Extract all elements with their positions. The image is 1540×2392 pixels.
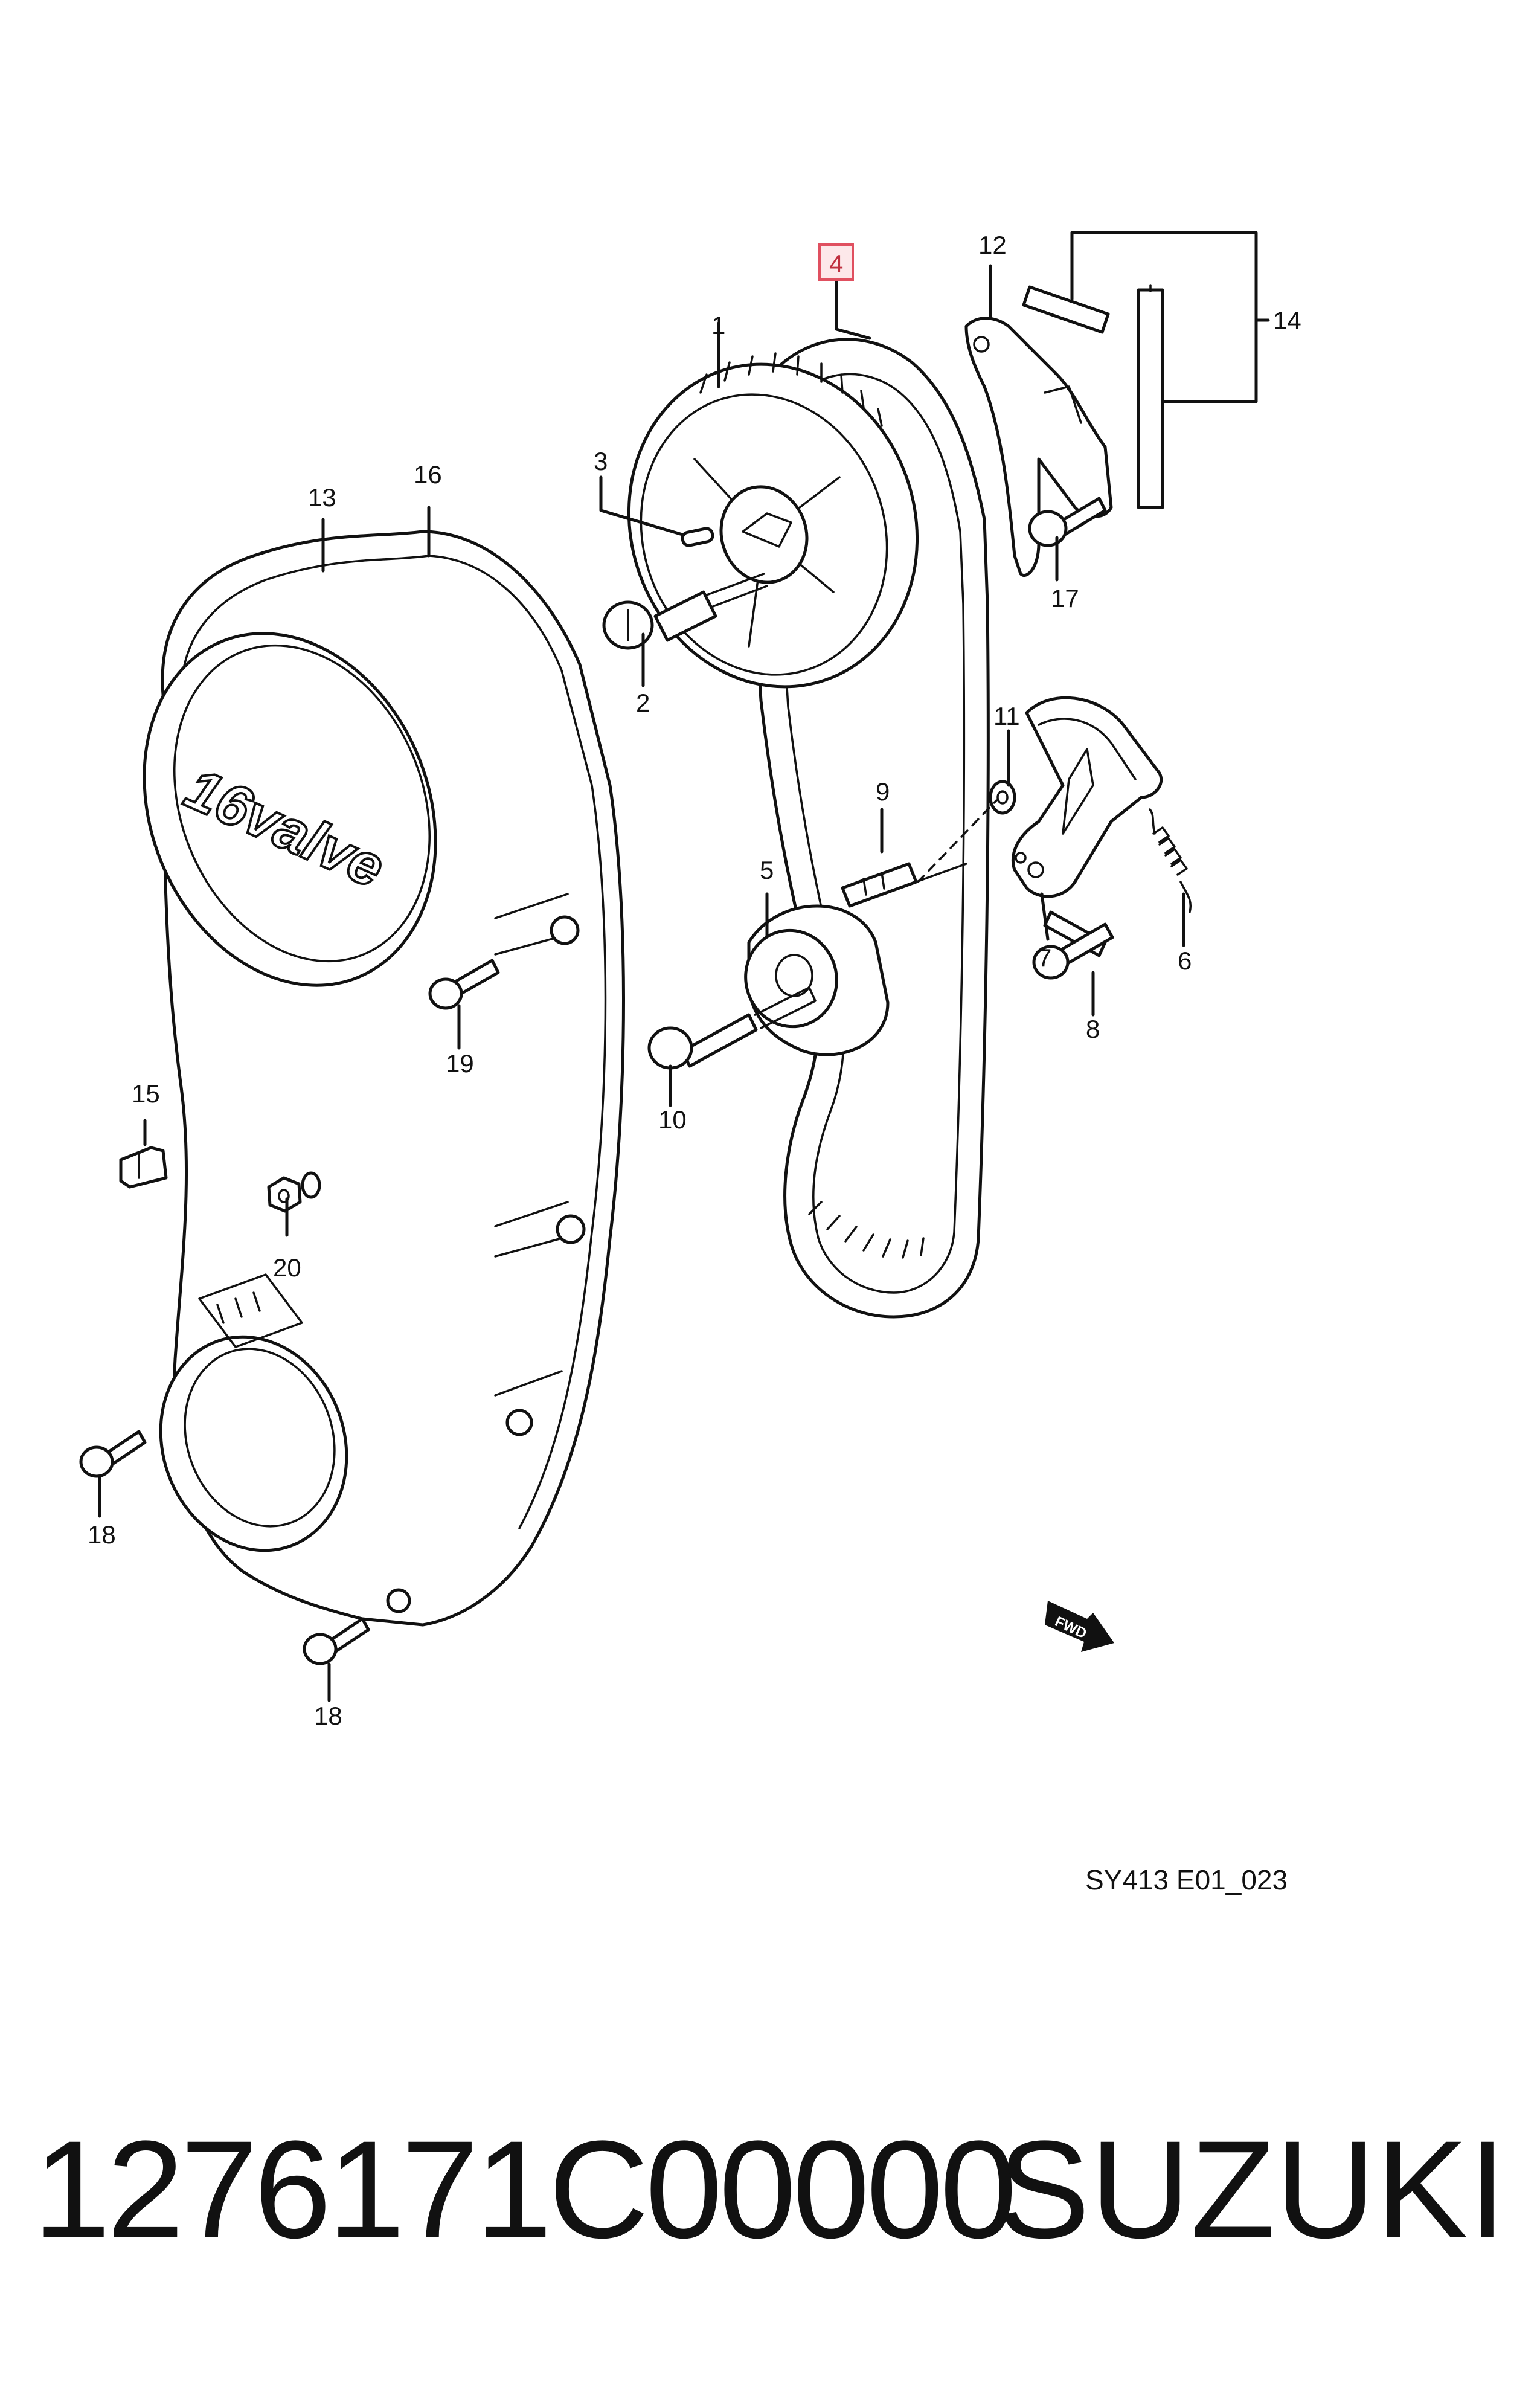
callout-14: 14 — [1273, 306, 1301, 335]
grommet-nut — [267, 1171, 321, 1213]
bracket-bolt — [1028, 497, 1107, 547]
washer — [989, 780, 1016, 815]
cover-bracket — [964, 317, 1113, 577]
callout-20: 20 — [273, 1253, 301, 1282]
cover-bolt-19 — [428, 959, 500, 1010]
tensioner-stud — [841, 862, 967, 908]
callout-2: 2 — [636, 689, 650, 717]
callout-15: 15 — [132, 1079, 160, 1108]
callout-10: 10 — [658, 1105, 687, 1134]
callout-11: 11 — [993, 702, 1020, 730]
diagram-drawing: 16valve — [79, 231, 1301, 1895]
callout-18-lower: 18 — [314, 1702, 342, 1730]
callout-6: 6 — [1178, 947, 1192, 975]
cover-clip — [119, 1146, 168, 1189]
tensioner-plate — [1011, 696, 1163, 898]
callout-3: 3 — [594, 447, 608, 475]
highlight-box — [818, 243, 854, 281]
callout-18-upper: 18 — [88, 1520, 116, 1549]
callout-17: 17 — [1051, 584, 1079, 612]
cover-bolt-18-upper — [79, 1430, 147, 1478]
callout-4: 4 — [829, 249, 843, 278]
callout-5: 5 — [760, 856, 774, 884]
cover-bolt-18-lower — [303, 1617, 370, 1665]
fwd-arrow-icon: FWD — [1045, 1601, 1114, 1652]
belt-teeth — [808, 1201, 925, 1259]
callout-1: 1 — [711, 311, 725, 339]
callouts: 1 2 3 4 5 6 7 8 9 10 11 12 13 14 15 16 1… — [88, 231, 1301, 1730]
callout-19: 19 — [446, 1049, 474, 1078]
tensioner-spring — [1149, 808, 1192, 913]
leader-lines — [98, 231, 1270, 1702]
tensioner-pulley — [744, 904, 890, 1056]
plate-bolt — [1032, 910, 1114, 980]
part-number: 1276171C00000 — [33, 2112, 1017, 2267]
dowel-pin — [681, 527, 714, 547]
callout-12: 12 — [978, 231, 1007, 259]
brand-name: SUZUKI — [997, 2112, 1507, 2267]
callout-16: 16 — [414, 460, 442, 489]
footer-band — [0, 1987, 1540, 2392]
callout-8: 8 — [1086, 1015, 1100, 1043]
callout-13: 13 — [308, 483, 336, 512]
timing-belt-cover: 16valve — [143, 530, 625, 1627]
pulley-bolt — [602, 573, 768, 650]
seal-strips — [1022, 284, 1164, 509]
callout-7: 7 — [1038, 944, 1051, 972]
callout-9: 9 — [876, 777, 890, 806]
parts-diagram: 16valve — [79, 231, 1301, 1895]
tensioner-bolt — [647, 986, 817, 1070]
drawing-code: SY413 E01_023 — [1085, 1864, 1288, 1895]
